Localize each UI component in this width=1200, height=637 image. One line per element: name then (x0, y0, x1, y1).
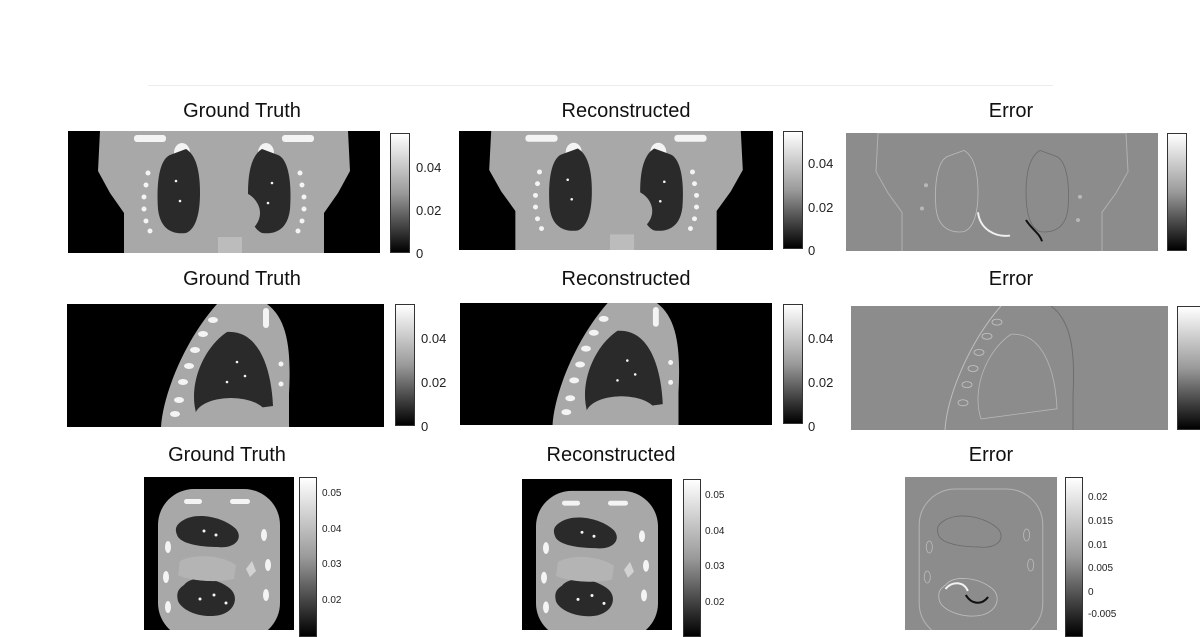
colorbar-tick-label: 0 (1088, 587, 1094, 598)
colorbar-tick-label: 0.005 (1088, 563, 1114, 574)
colorbar-tick-label: 0.04 (705, 526, 725, 537)
ground-truth-coronal-image (68, 131, 380, 253)
panel-title-error-row2: Error (988, 268, 1034, 290)
colorbar-tick-label: 0.02 (322, 595, 342, 606)
error-row1-colorbar (1167, 133, 1187, 251)
colorbar-tick-label: 0.03 (705, 561, 725, 572)
colorbar-tick-label: 0.02 (421, 375, 447, 390)
panel-title-ground-truth-row3: Ground Truth (168, 444, 286, 466)
reconstructed-row1-colorbar (783, 131, 803, 249)
panel-title-error-row3: Error (968, 444, 1014, 466)
reconstructed-axial-image (522, 479, 672, 630)
colorbar-tick-label: 0.04 (808, 331, 834, 346)
colorbar-tick-label: 0.01 (1088, 540, 1108, 551)
colorbar-tick-label: 0.05 (322, 488, 342, 499)
panel-title-reconstructed-row2: Reconstructed (561, 268, 691, 290)
reconstructed-row3-colorbar (683, 479, 701, 637)
colorbar-tick-label: 0 (808, 419, 816, 434)
colorbar-tick-label: 0.04 (322, 524, 342, 535)
error-sagittal-image (851, 306, 1168, 430)
reconstructed-row2-colorbar (783, 304, 803, 424)
ground-truth-sagittal-image (67, 304, 384, 427)
error-row2-colorbar (1177, 306, 1200, 430)
ground-truth-row2-colorbar (395, 304, 415, 426)
top-divider (148, 85, 1053, 86)
error-coronal-image (846, 133, 1158, 251)
panel-title-ground-truth-row1: Ground Truth (183, 100, 301, 122)
colorbar-tick-label: 0 (421, 419, 429, 434)
panel-title-reconstructed-row3: Reconstructed (546, 444, 676, 466)
panel-title-error-row1: Error (988, 100, 1034, 122)
reconstructed-sagittal-image (460, 303, 772, 425)
reconstructed-coronal-image (459, 131, 773, 250)
error-row3-colorbar (1065, 477, 1083, 637)
colorbar-tick-label: 0 (416, 246, 424, 261)
colorbar-tick-label: 0.015 (1088, 516, 1114, 527)
colorbar-tick-label: 0.04 (808, 156, 834, 171)
ground-truth-row1-colorbar (390, 133, 410, 253)
ground-truth-axial-image (144, 477, 294, 630)
colorbar-tick-label: 0.02 (416, 203, 442, 218)
colorbar-tick-label: 0.02 (705, 597, 725, 608)
colorbar-tick-label: 0.04 (421, 331, 447, 346)
colorbar-tick-label: 0.05 (705, 490, 725, 501)
colorbar-tick-label: 0.02 (808, 375, 834, 390)
colorbar-tick-label: -0.005 (1088, 609, 1117, 620)
panel-title-reconstructed-row1: Reconstructed (561, 100, 691, 122)
colorbar-tick-label: 0 (808, 243, 816, 258)
colorbar-tick-label: 0.02 (1088, 492, 1108, 503)
colorbar-tick-label: 0.02 (808, 200, 834, 215)
panel-title-ground-truth-row2: Ground Truth (183, 268, 301, 290)
ground-truth-row3-colorbar (299, 477, 317, 637)
colorbar-tick-label: 0.03 (322, 559, 342, 570)
error-axial-image (905, 477, 1057, 630)
colorbar-tick-label: 0.04 (416, 160, 442, 175)
